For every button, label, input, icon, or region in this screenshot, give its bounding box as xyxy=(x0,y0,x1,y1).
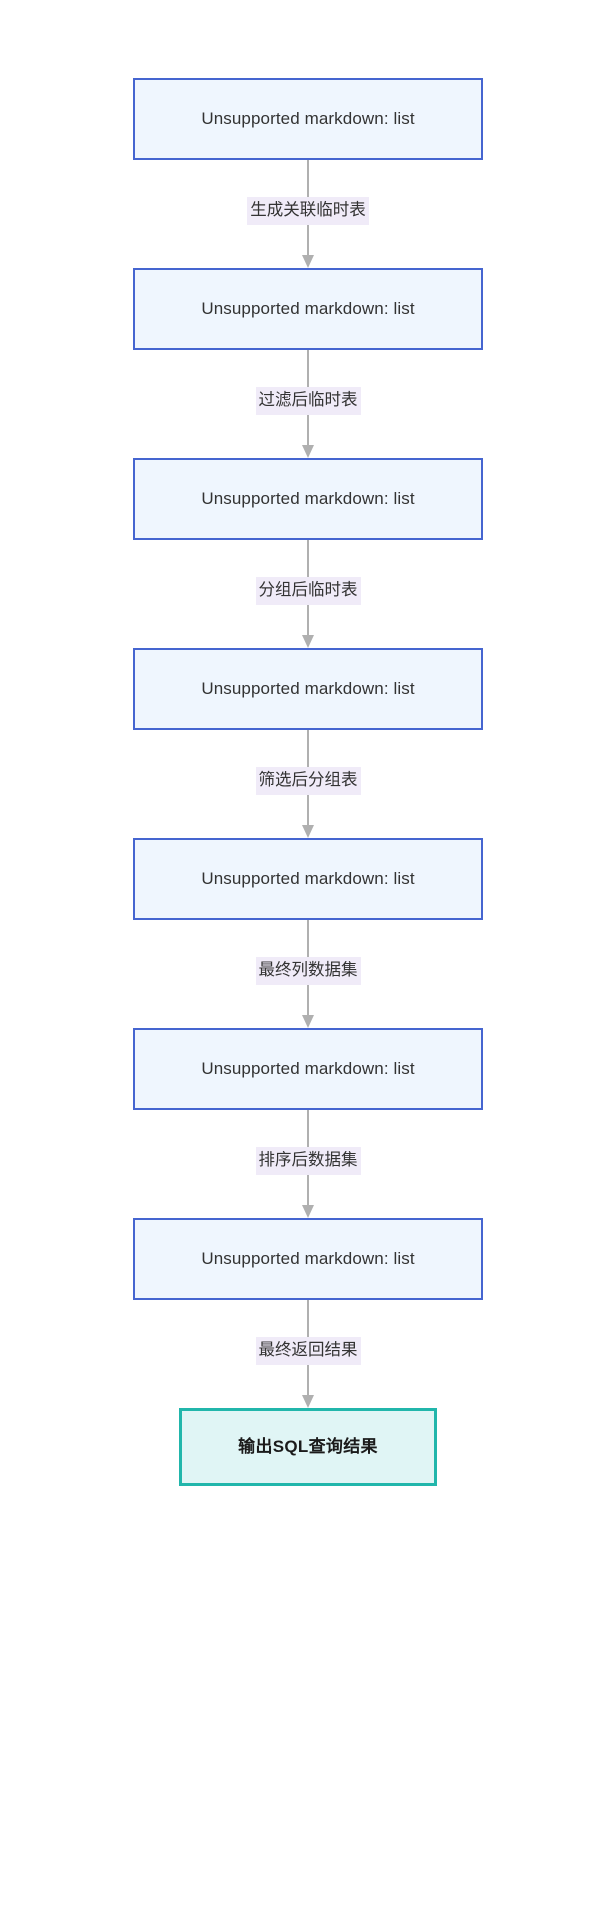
node-label: Unsupported markdown: list xyxy=(201,868,415,888)
flowchart-node-n7[interactable]: Unsupported markdown: list xyxy=(133,1218,483,1300)
flowchart-edge-n3-n4: 分组后临时表 xyxy=(133,540,483,648)
node-label: Unsupported markdown: list xyxy=(201,298,415,318)
edge-arrowhead-icon xyxy=(302,1205,314,1218)
node-label: 输出SQL查询结果 xyxy=(238,1436,378,1456)
node-label: Unsupported markdown: list xyxy=(201,488,415,508)
edge-arrowhead-icon xyxy=(302,825,314,838)
edge-label: 排序后数据集 xyxy=(255,1147,361,1175)
edge-arrowhead-icon xyxy=(302,1015,314,1028)
edge-arrowhead-icon xyxy=(302,1395,314,1408)
node-label: Unsupported markdown: list xyxy=(201,678,415,698)
edge-label: 最终返回结果 xyxy=(255,1337,361,1365)
flowchart-edge-n4-n5: 筛选后分组表 xyxy=(133,730,483,838)
edge-arrowhead-icon xyxy=(302,445,314,458)
flowchart-node-n8-output[interactable]: 输出SQL查询结果 xyxy=(179,1408,437,1486)
flowchart-node-n6[interactable]: Unsupported markdown: list xyxy=(133,1028,483,1110)
flowchart-node-n3[interactable]: Unsupported markdown: list xyxy=(133,458,483,540)
flowchart-edge-n2-n3: 过滤后临时表 xyxy=(133,350,483,458)
node-label: Unsupported markdown: list xyxy=(201,1058,415,1078)
edge-label: 筛选后分组表 xyxy=(255,767,361,795)
edge-arrowhead-icon xyxy=(302,255,314,268)
flowchart-edge-n6-n7: 排序后数据集 xyxy=(133,1110,483,1218)
edge-label: 最终列数据集 xyxy=(255,957,361,985)
edge-label: 过滤后临时表 xyxy=(255,387,361,415)
flowchart-node-n2[interactable]: Unsupported markdown: list xyxy=(133,268,483,350)
edge-label: 分组后临时表 xyxy=(255,577,361,605)
node-label: Unsupported markdown: list xyxy=(201,108,415,128)
node-label: Unsupported markdown: list xyxy=(201,1248,415,1268)
edge-label: 生成关联临时表 xyxy=(247,197,369,225)
edge-arrowhead-icon xyxy=(302,635,314,648)
flowchart-edge-n7-n8: 最终返回结果 xyxy=(133,1300,483,1408)
flowchart-node-n4[interactable]: Unsupported markdown: list xyxy=(133,648,483,730)
flowchart-node-n1[interactable]: Unsupported markdown: list xyxy=(133,78,483,160)
flowchart-edge-n1-n2: 生成关联临时表 xyxy=(133,160,483,268)
flowchart-node-n5[interactable]: Unsupported markdown: list xyxy=(133,838,483,920)
flowchart-edge-n5-n6: 最终列数据集 xyxy=(133,920,483,1028)
